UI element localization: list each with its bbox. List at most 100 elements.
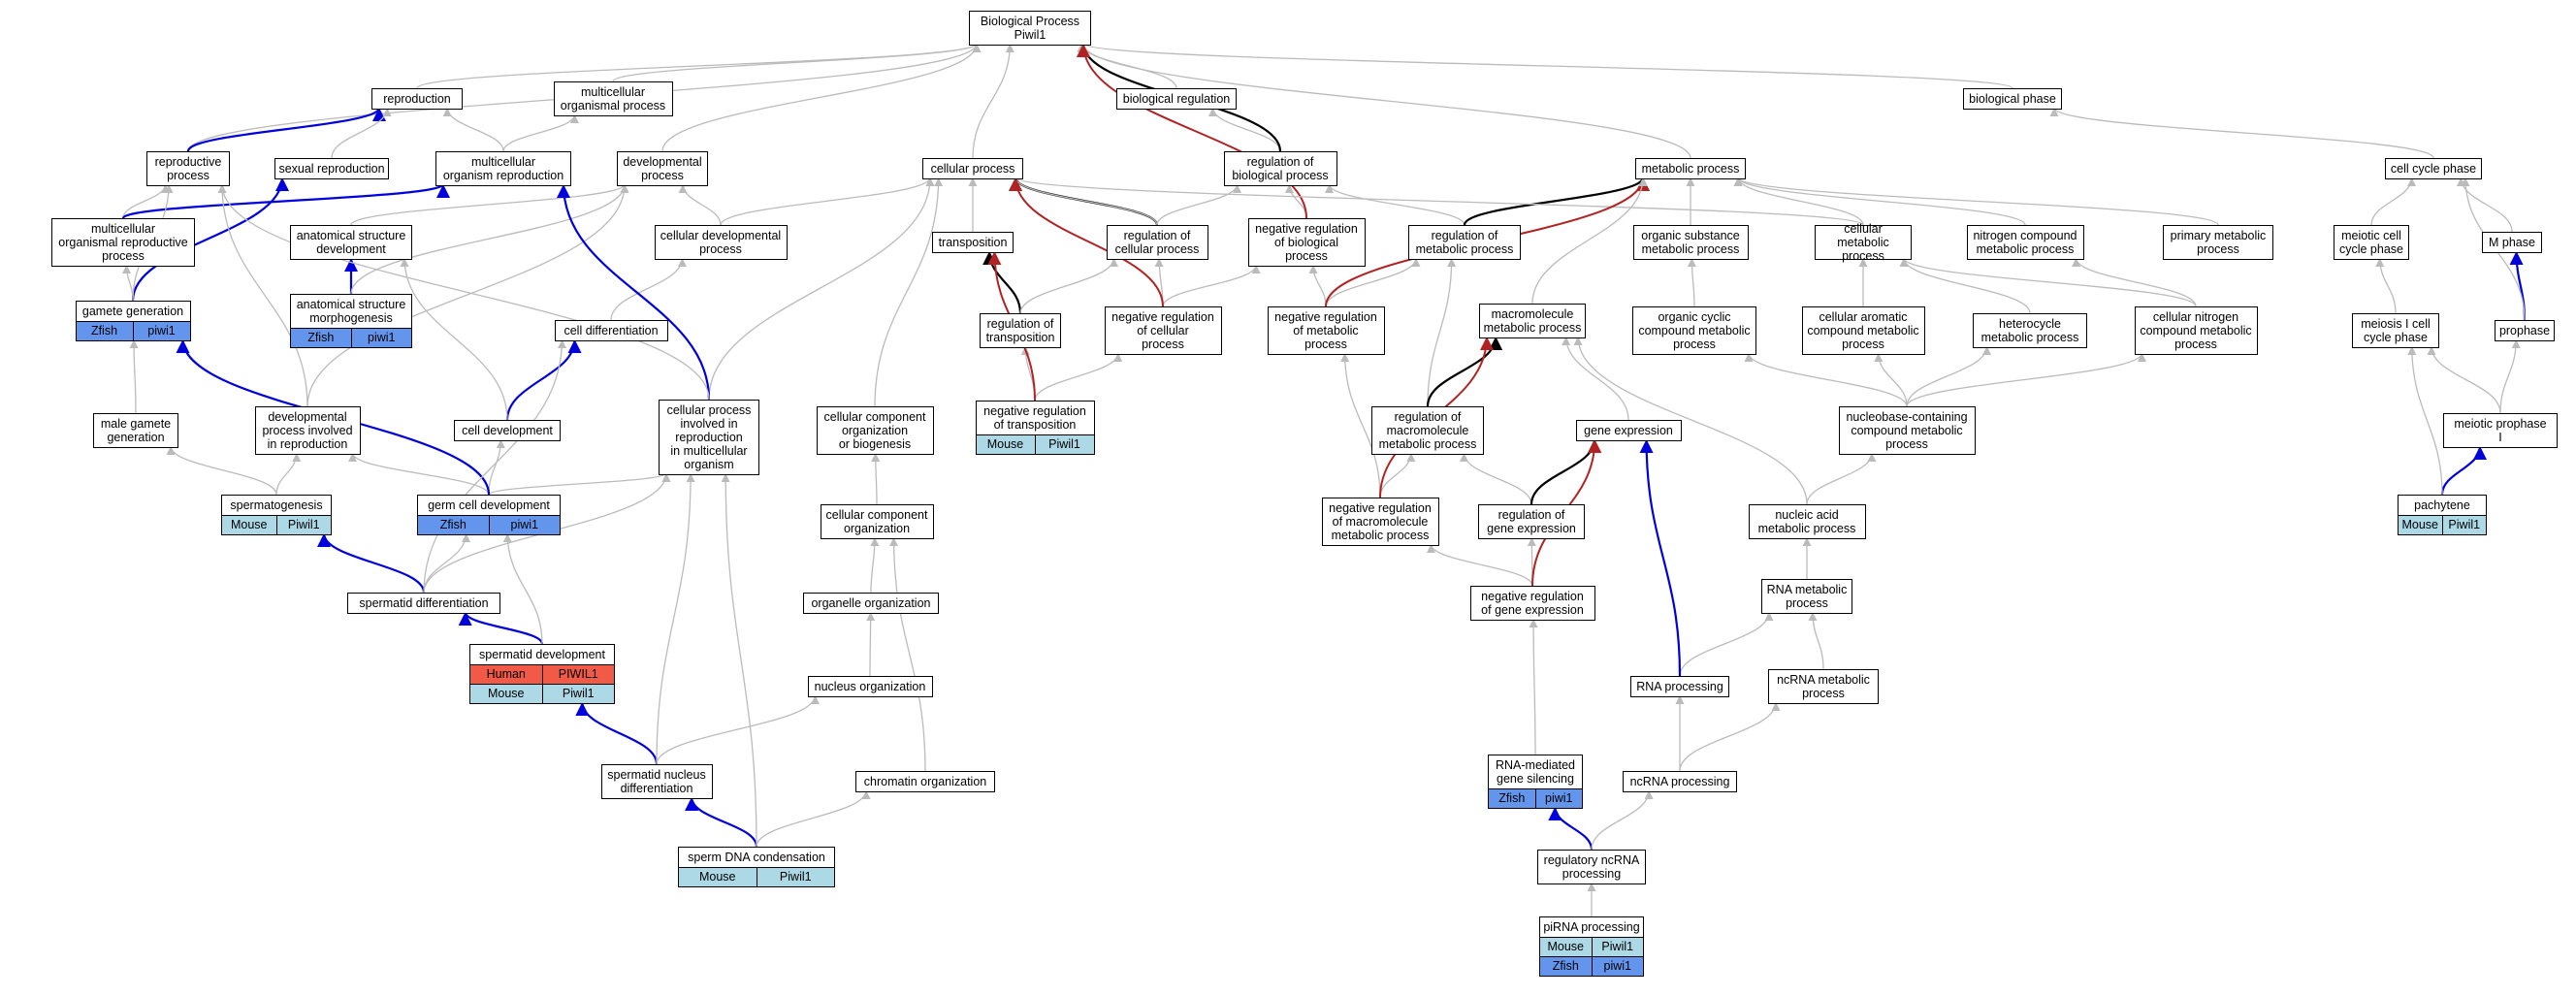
go-term-ccphase: cell cycle phase bbox=[2385, 158, 2482, 179]
edge-orgorg-to-cco bbox=[870, 536, 880, 594]
edge-regcp-to-cellproc bbox=[1011, 177, 1158, 226]
go-term-regncrna: regulatory ncRNA processing bbox=[1537, 850, 1646, 884]
go-term-label: spermatid development bbox=[479, 648, 605, 661]
edge-cdev-to-asdev bbox=[400, 257, 508, 421]
edge-reggeneexp-to-regmacro bbox=[1459, 452, 1532, 505]
go-term-orgcyc: organic cyclic compound metabolic proces… bbox=[1632, 306, 1756, 355]
edge-negregmet-to-negregbp bbox=[1308, 264, 1327, 307]
go-term-label: multicellular organismal process bbox=[560, 85, 666, 112]
go-term-label: multicellular organismal reproductive pr… bbox=[58, 222, 188, 263]
edge-asdev-to-devproc bbox=[350, 183, 629, 226]
edge-nucbase-to-cellarom bbox=[1874, 352, 1908, 407]
go-term-nucbase: nucleobase-containing compound metabolic… bbox=[1838, 406, 1976, 455]
go-term-macro: macromolecule metabolic process bbox=[1479, 304, 1586, 338]
edge-repro-to-bp bbox=[416, 43, 982, 89]
go-term-label: primary metabolic process bbox=[2170, 229, 2267, 256]
go-term-label: heterocycle metabolic process bbox=[1980, 317, 2079, 344]
go-term-label: regulation of transposition bbox=[985, 317, 1055, 344]
go-term-label: metabolic process bbox=[1641, 162, 1740, 176]
go-term-negregmacro: negative regulation of macromolecule met… bbox=[1321, 498, 1439, 546]
go-term-mphase: M phase bbox=[2482, 232, 2542, 253]
go-term-morgrep: multicellular organism reproduction bbox=[435, 151, 571, 186]
edge-spermatog-to-devrepro bbox=[275, 452, 302, 496]
go-term-label: nucleobase-containing compound metabolic… bbox=[1846, 410, 1968, 451]
go-term-bphase: biological phase bbox=[1963, 88, 2062, 110]
go-term-label: meiotic cell cycle phase bbox=[2338, 229, 2403, 256]
edge-negreggeneexp-to-negregmacro bbox=[1427, 543, 1533, 587]
edge-negregtransp-to-negregcp bbox=[1034, 352, 1123, 402]
edge-cellmet-to-cellproc bbox=[1011, 177, 1864, 226]
go-term-label: regulatory ncRNA processing bbox=[1543, 853, 1640, 881]
species-label: Zfish bbox=[1552, 959, 1579, 973]
go-term-label: developmental process bbox=[623, 155, 702, 182]
gene-label: Piwil1 bbox=[2441, 516, 2487, 534]
edge-cco-to-ccob bbox=[871, 452, 881, 505]
go-term-ccob: cellular component organization or bioge… bbox=[816, 406, 934, 455]
go-term-label: cellular developmental process bbox=[660, 229, 782, 256]
go-term-label: organelle organization bbox=[811, 596, 931, 610]
edge-nucbase-to-cellnitro bbox=[1906, 352, 2146, 407]
go-term-label: nucleic acid metabolic process bbox=[1757, 508, 1856, 535]
edge-germdev-to-cdev bbox=[488, 438, 505, 496]
edge-cellnitro-to-cellmet bbox=[1899, 257, 2197, 307]
edge-malegam-to-gamgen bbox=[129, 338, 139, 414]
go-term-negregmet: negative regulation of metabolic process bbox=[1267, 306, 1385, 355]
edge-devrepro-to-rproc bbox=[217, 183, 308, 407]
go-term-nucorg: nucleus organization bbox=[807, 676, 933, 697]
edge-spermnucdiff-to-nucorg bbox=[656, 694, 820, 765]
edge-spermnucdiff-to-spermdev bbox=[575, 701, 659, 765]
go-term-label: cell development bbox=[462, 424, 553, 437]
go-term-reggeneexp: regulation of gene expression bbox=[1478, 504, 1585, 539]
go-term-hetero: heterocycle metabolic process bbox=[1973, 313, 2087, 348]
go-term-negreggeneexp: negative regulation of gene expression bbox=[1469, 586, 1595, 621]
go-term-label: meiotic prophase I bbox=[2454, 417, 2547, 444]
go-term-negregcp: negative regulation of cellular process bbox=[1104, 306, 1222, 355]
edge-gamgen-to-mcorp bbox=[122, 264, 134, 302]
go-term-label: organic cyclic compound metabolic proces… bbox=[1638, 310, 1751, 351]
gene-label: piwi1 bbox=[1534, 789, 1583, 808]
edge-regmetab-to-metab bbox=[1463, 177, 1650, 226]
edge-nucacid-to-nucbase bbox=[1806, 452, 1877, 505]
go-term-mop: multicellular organismal process bbox=[553, 81, 673, 116]
go-term-asdev: anatomical structure development bbox=[290, 225, 412, 260]
gene-label: piwi1 bbox=[350, 329, 412, 347]
species-label: Zfish bbox=[439, 518, 467, 531]
go-term-spermnucdiff: spermatid nucleus differentiation bbox=[600, 764, 713, 799]
go-term-rnaproc: RNA processing bbox=[1630, 676, 1729, 697]
go-term-cellnitro: cellular nitrogen compound metabolic pro… bbox=[2134, 306, 2258, 355]
go-term-repro: reproduction bbox=[371, 88, 463, 110]
edge-regncrna-to-ncrnaproc bbox=[1591, 789, 1654, 851]
go-term-label: cell cycle phase bbox=[2390, 162, 2477, 176]
edge-negregcp-to-negregbp bbox=[1162, 264, 1261, 307]
edge-regcp-to-regbp bbox=[1156, 183, 1242, 226]
go-term-label: regulation of biological process bbox=[1232, 155, 1329, 182]
go-term-prophase: prophase bbox=[2495, 320, 2555, 341]
go-term-sexrep: sexual reproduction bbox=[274, 158, 389, 179]
go-term-celldiff: cell differentiation bbox=[554, 320, 668, 341]
go-term-label: macromolecule metabolic process bbox=[1483, 307, 1582, 335]
go-term-label: anatomical structure morphogenesis bbox=[296, 298, 406, 325]
go-term-regmacro: regulation of macromolecule metabolic pr… bbox=[1371, 406, 1484, 455]
go-term-cellmet: cellular metabolic process bbox=[1815, 222, 1912, 263]
edge-germdev-to-devrepro bbox=[348, 452, 490, 496]
edge-cellproc-to-bp bbox=[972, 43, 1014, 159]
edge-meiprophI-to-meioIcc bbox=[2427, 345, 2501, 414]
go-term-devrepro: developmental process involved in reprod… bbox=[254, 406, 361, 455]
go-term-label: cellular aromatic compound metabolic pro… bbox=[1807, 310, 1919, 351]
go-term-label: negative regulation of transposition bbox=[983, 404, 1086, 432]
gene-label: Piwil1 bbox=[756, 868, 835, 886]
